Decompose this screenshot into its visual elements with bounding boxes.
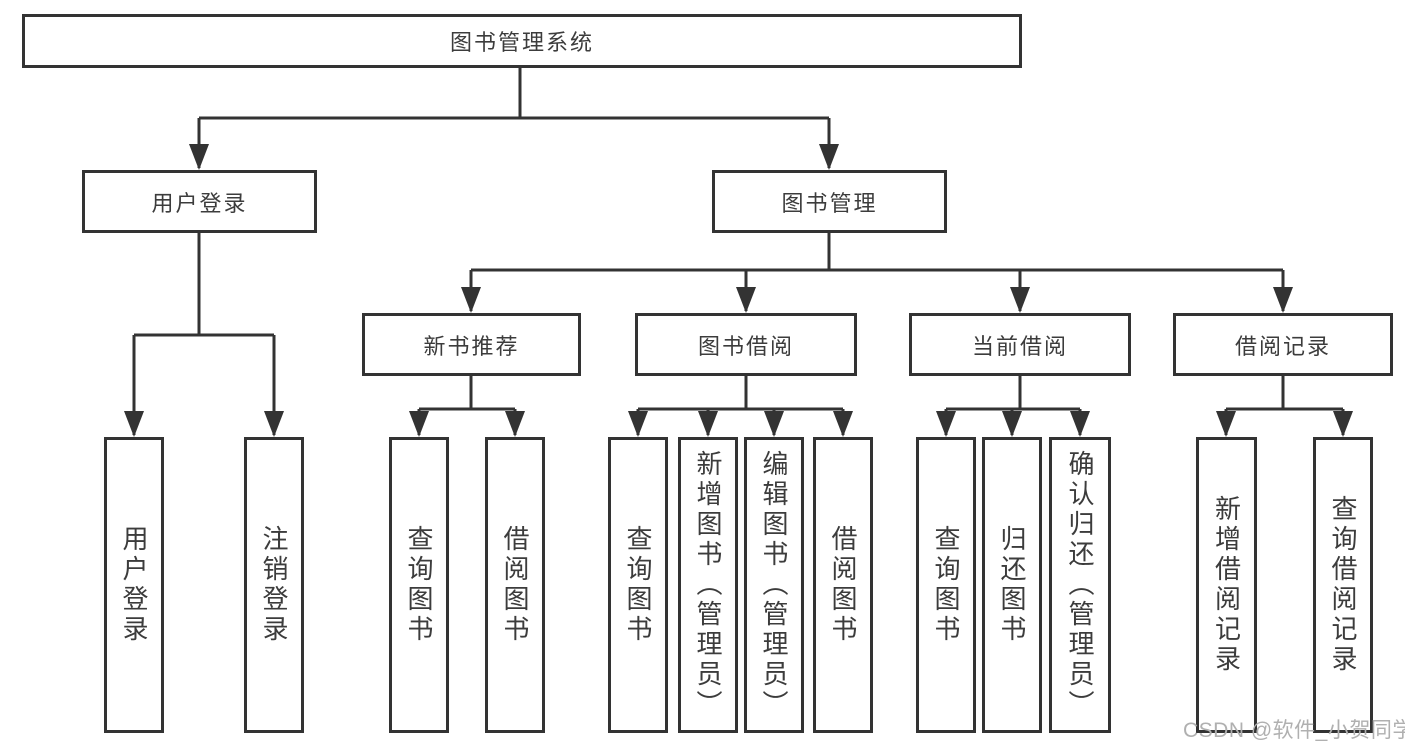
connector-stems: [132, 68, 1345, 435]
leaf-borrow-books: 借阅图书: [813, 437, 873, 733]
leaf-borrow-books-recommend: 借阅图书: [485, 437, 545, 733]
leaf-query-books-recommend: 查询图书: [389, 437, 449, 733]
node-borrow-records: 借阅记录: [1173, 313, 1393, 376]
leaf-user-login: 用户登录: [104, 437, 164, 733]
leaf-query-books-borrow: 查询图书: [608, 437, 668, 733]
leaf-add-book-admin: 新增图书（管理员）: [678, 437, 738, 733]
leaf-confirm-return-admin: 确认归还（管理员）: [1049, 437, 1111, 733]
node-book-borrow: 图书借阅: [635, 313, 857, 376]
node-book-management: 图书管理: [712, 170, 947, 233]
leaf-query-books-current: 查询图书: [916, 437, 976, 733]
leaf-add-borrow-record: 新增借阅记录: [1196, 437, 1257, 733]
arrowheads: [124, 144, 1353, 437]
node-new-book-recommend: 新书推荐: [362, 313, 581, 376]
leaf-logout: 注销登录: [244, 437, 304, 733]
node-root-library-system: 图书管理系统: [22, 14, 1022, 68]
node-user-login: 用户登录: [82, 170, 317, 233]
leaf-query-borrow-record: 查询借阅记录: [1313, 437, 1373, 733]
leaf-edit-book-admin: 编辑图书（管理员）: [744, 437, 804, 733]
watermark: CSDN @软件_小贺同学: [1183, 719, 1405, 742]
node-current-borrow: 当前借阅: [909, 313, 1131, 376]
leaf-return-books: 归还图书: [982, 437, 1042, 733]
